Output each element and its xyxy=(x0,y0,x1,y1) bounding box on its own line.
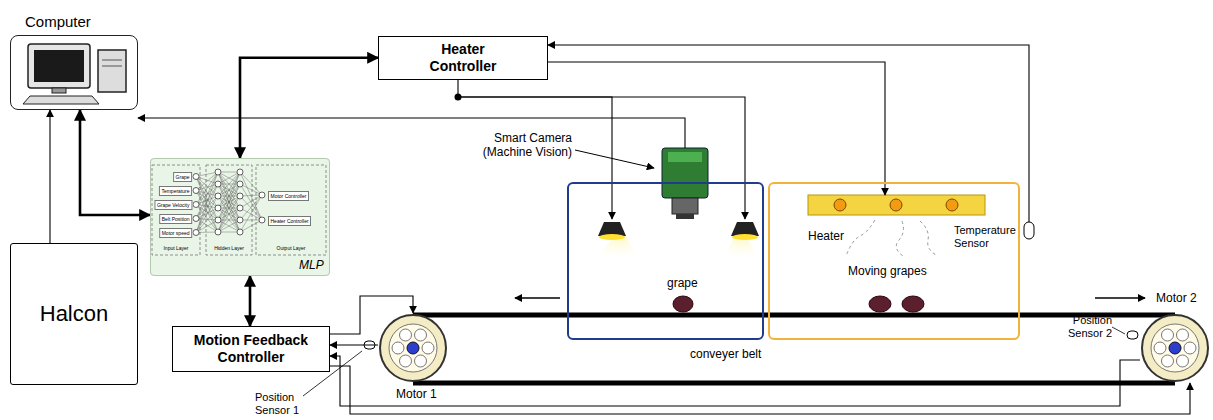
node-label: MLP xyxy=(299,258,324,272)
connector-path xyxy=(249,276,252,326)
node-label: Motor 2 xyxy=(1156,291,1197,305)
direction-arrow xyxy=(1095,297,1145,299)
connector xyxy=(50,110,51,243)
connector xyxy=(330,366,1190,414)
controller-box: Heater Controller xyxy=(378,36,548,80)
input-label: Motor speed xyxy=(159,228,192,238)
layer-frame xyxy=(256,165,326,255)
node-label: Moving grapes xyxy=(848,264,927,278)
grape xyxy=(673,296,924,312)
layer-label: Hidden Layer xyxy=(214,246,244,252)
connector-path xyxy=(330,344,378,345)
leader-line xyxy=(1112,327,1125,334)
node-label: Motor 1 xyxy=(396,387,437,401)
connector xyxy=(80,110,150,215)
motor-pulley xyxy=(1140,313,1210,383)
controller-box: Motion Feedback Controller xyxy=(172,326,330,372)
motor: Motor 2 xyxy=(1140,313,1210,383)
output-label: Heater Controller xyxy=(268,216,311,226)
neural-net xyxy=(193,169,265,236)
temperature-sensor xyxy=(1024,222,1034,239)
direction-arrow xyxy=(515,297,560,299)
leader-line xyxy=(303,351,362,396)
node-label: Heater xyxy=(808,229,844,243)
input-label: Temperature xyxy=(159,186,192,196)
connector-path xyxy=(330,356,1140,406)
connector xyxy=(330,356,1140,406)
input-label: Belt Position xyxy=(159,214,192,224)
sensor-label: Position Sensor 1 xyxy=(255,391,307,416)
connector-path xyxy=(548,62,885,195)
lamp xyxy=(722,222,762,262)
node-label: Heater Controller xyxy=(413,41,513,75)
heater-bar xyxy=(808,195,985,215)
connector-path xyxy=(49,110,50,243)
heating-zone: Heater Temperature SensorMoving grapes xyxy=(768,182,1020,340)
position-sensor xyxy=(1127,331,1138,339)
connector xyxy=(138,118,685,148)
connector-path xyxy=(458,80,612,219)
node-label: Computer xyxy=(25,13,91,31)
connector xyxy=(458,80,745,219)
software-box: Halcon xyxy=(10,243,138,385)
node-label: grape xyxy=(667,276,698,290)
layer-label: Input Layer xyxy=(163,246,188,252)
connector-path xyxy=(548,45,1029,222)
connector xyxy=(548,45,1029,222)
connector xyxy=(548,62,885,195)
mlp-background xyxy=(150,158,330,276)
output-label: Motor Controller xyxy=(268,191,309,201)
connector-path xyxy=(80,110,150,215)
connector xyxy=(250,276,251,326)
motor: Motor 1 xyxy=(378,313,448,383)
conveyor-belt xyxy=(413,315,1175,383)
connector-path xyxy=(240,58,378,158)
connector-path xyxy=(330,366,1190,414)
vision-zone: grape xyxy=(567,182,764,340)
layer-frame xyxy=(152,165,200,255)
node-label: Halcon xyxy=(40,301,108,327)
computer-box: Computer xyxy=(10,35,138,110)
callout-label: Smart Camera (Machine Vision) xyxy=(472,132,572,160)
computer-icon xyxy=(23,44,126,104)
input-label: Grape xyxy=(173,172,192,182)
motor-pulley xyxy=(378,313,448,383)
connector xyxy=(330,345,378,346)
input-label: Grape Velocity xyxy=(154,200,192,210)
sensor-label: Position Sensor 2 xyxy=(1060,314,1112,339)
lamp xyxy=(596,222,640,262)
node-label: Temperature Sensor xyxy=(954,224,1020,250)
leader-line xyxy=(575,150,654,168)
heat-waves xyxy=(846,220,938,256)
layer-label: Output Layer xyxy=(277,246,306,252)
node-label: Motion Feedback Controller xyxy=(179,332,323,366)
connector-path xyxy=(458,97,745,219)
connector-path xyxy=(138,118,685,148)
connector xyxy=(240,58,378,158)
part-label: conveyer belt xyxy=(690,348,761,362)
